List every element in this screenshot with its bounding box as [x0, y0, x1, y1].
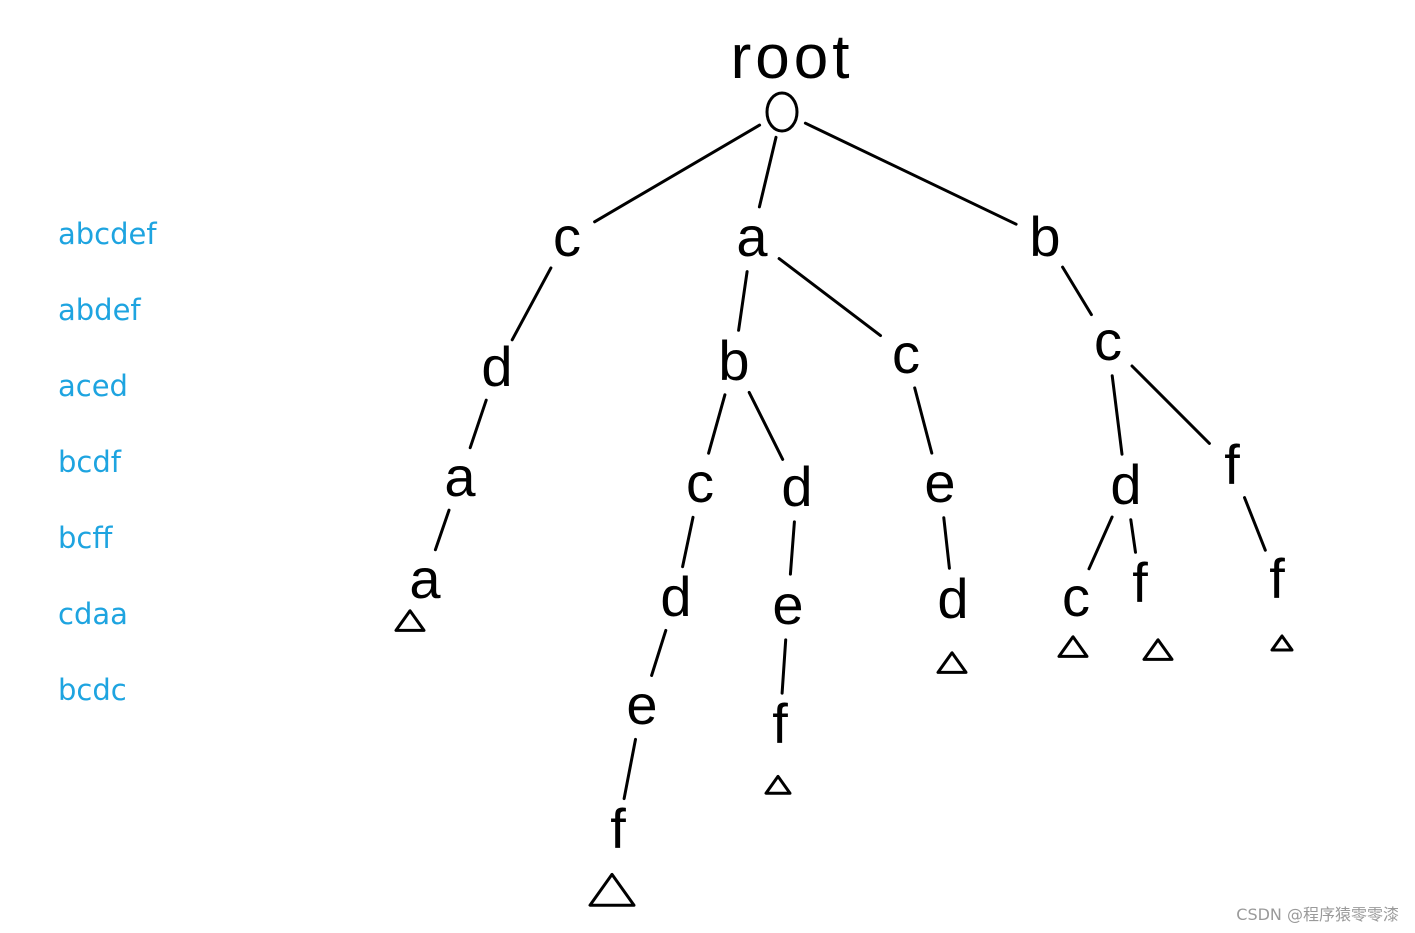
trie-edge [942, 516, 951, 570]
trie-edge [788, 520, 796, 576]
trie-node-c: c [686, 451, 714, 514]
word-end-marker [1270, 634, 1294, 652]
trie-node-f: f [1224, 433, 1240, 496]
root-label: root [731, 23, 854, 92]
word-end-marker [588, 872, 636, 907]
trie-node-d: d [781, 455, 812, 518]
trie-edge [780, 638, 788, 695]
trie-edge [1087, 515, 1114, 571]
trie-node-b: b [718, 329, 749, 392]
trie-edges [433, 121, 1267, 801]
trie-edge [707, 393, 727, 455]
trie-node-c: c [553, 205, 581, 268]
trie-node-a: a [736, 205, 768, 268]
trie-edge [777, 257, 882, 338]
word-item: bcdf [58, 445, 121, 479]
trie-edge [803, 121, 1018, 226]
trie-node-e: e [924, 451, 955, 514]
trie-edge [510, 266, 553, 342]
word-item: cdaa [58, 597, 128, 631]
trie-node-c: c [1094, 309, 1122, 372]
trie-edge [1061, 265, 1093, 317]
word-end-marker [936, 651, 968, 674]
word-item: bcff [58, 521, 113, 555]
trie-edge [468, 398, 488, 450]
word-end-marker [1142, 638, 1174, 661]
trie-node-f: f [1269, 547, 1285, 610]
trie-edge [681, 515, 695, 569]
trie-edge [737, 270, 749, 332]
word-item: abdef [58, 293, 141, 327]
trie-edge [593, 123, 762, 224]
word-end-marker [1057, 635, 1089, 658]
trie-node-d: d [481, 335, 512, 398]
trie-edge [650, 628, 668, 677]
trie-node-a: a [444, 445, 476, 508]
trie-node-f: f [1132, 551, 1148, 614]
trie-node-e: e [626, 673, 657, 736]
watermark: CSDN @程序猿零零漆 [1236, 905, 1399, 924]
root-node [765, 91, 799, 133]
trie-node-c: c [1062, 565, 1090, 628]
trie-edge [1243, 496, 1267, 552]
word-end-marker [394, 609, 426, 632]
end-markers [394, 609, 1294, 907]
trie-node-b: b [1029, 205, 1060, 268]
trie-edge [1129, 518, 1137, 554]
word-item: bcdc [58, 673, 127, 707]
trie-edge [913, 386, 934, 455]
trie-edge [1110, 374, 1124, 456]
trie-edge [747, 390, 785, 461]
trie-node-a: a [409, 547, 441, 610]
trie-node-d: d [660, 565, 691, 628]
trie-edge [433, 508, 451, 552]
trie-edge [1130, 364, 1211, 445]
trie-edge [622, 737, 637, 801]
trie-node-d: d [1110, 453, 1141, 516]
word-item: aced [58, 369, 128, 403]
word-list: abcdef abdef aced bcdf bcff cdaa bcdc [58, 212, 157, 744]
trie-edge [757, 135, 778, 209]
trie-node-f: f [610, 797, 626, 860]
trie-node-d: d [937, 567, 968, 630]
trie-node-c: c [892, 322, 920, 385]
trie-node-f: f [772, 692, 788, 755]
word-item: abcdef [58, 217, 157, 251]
trie-node-e: e [772, 573, 803, 636]
word-end-marker [764, 774, 792, 795]
